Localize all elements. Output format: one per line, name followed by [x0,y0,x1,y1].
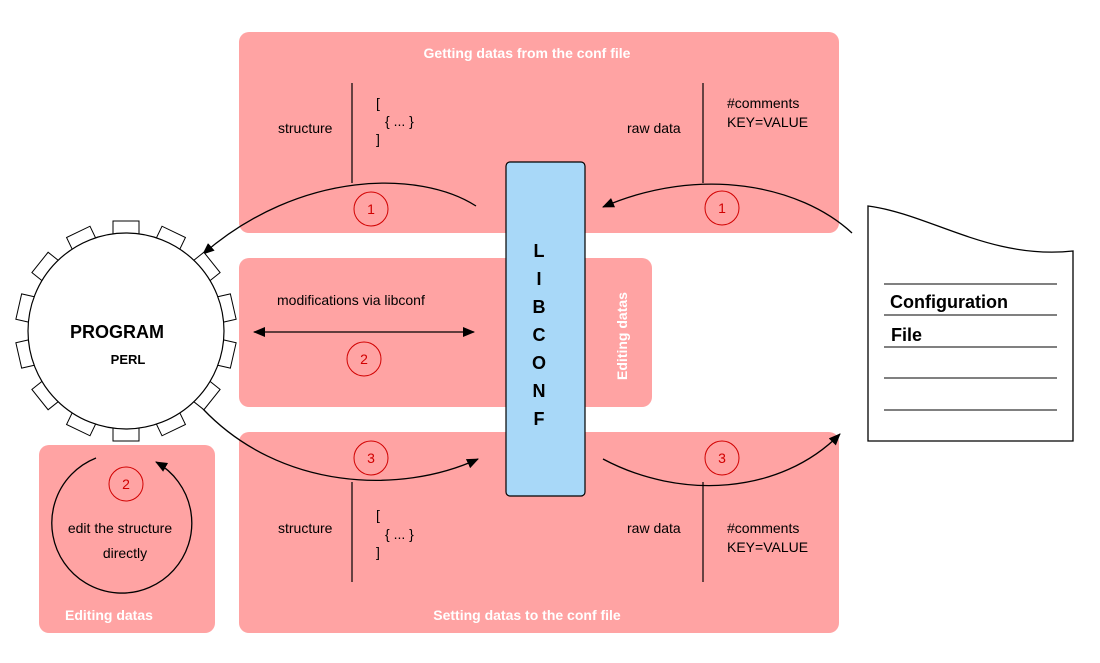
libconf-letter: N [533,381,546,401]
program-gear-body [27,232,225,430]
panel-getting-structure-line-3: ] [376,131,380,147]
arrow-file-to-libconf [602,183,853,234]
step-2-middle-number: 2 [360,351,368,367]
libconf-letter: B [533,297,546,317]
panel-getting-structure-line-1: [ [376,95,380,111]
program-gear: PROGRAM PERL [15,220,237,442]
panel-getting: Getting datas from the conf file structu… [202,32,853,255]
panel-editing-libconf-caption: modifications via libconf [277,292,425,308]
libconf-letter: F [534,409,545,429]
step-2-direct-number: 2 [122,476,130,492]
panel-setting-structure-line-2: { ... } [385,526,414,542]
panel-editing-direct: 2 edit the structure directly Editing da… [39,445,215,633]
panel-setting-structure-line-3: ] [376,544,380,560]
step-1-right-number: 1 [718,200,726,216]
panel-setting-structure-label: structure [278,520,333,536]
step-2-direct-circle [108,466,144,502]
step-1-right-circle [704,190,740,226]
panel-setting-raw-label: raw data [627,520,681,536]
config-file-line-1: Configuration [890,292,1008,312]
panel-setting-background [239,432,839,633]
panel-getting-raw-label: raw data [627,120,681,136]
config-file-document: Configuration File [867,205,1074,442]
libconf-letter: I [536,269,541,289]
libconf-bar-body [505,161,586,497]
arrow-program-to-libconf [202,408,479,481]
step-1-left-circle [353,191,389,227]
program-subtitle: PERL [111,352,146,367]
arrow-circular-edit [51,457,193,594]
arrow-libconf-to-file [602,433,841,487]
step-3-right-number: 3 [718,450,726,466]
config-file-line-2: File [891,325,922,345]
panel-setting-raw-line-1: #comments [727,520,799,536]
panel-getting-structure-label: structure [278,120,333,136]
step-3-left-circle [353,440,389,476]
panel-getting-title: Getting datas from the conf file [424,45,631,61]
panel-editing-direct-title: Editing datas [65,607,153,623]
program-title: PROGRAM [70,322,164,342]
step-2-middle-circle [346,341,382,377]
panel-setting-title: Setting datas to the conf file [433,607,621,623]
panel-editing-direct-background [39,445,215,633]
libconf-letter: O [532,353,546,373]
step-3-right-circle [704,440,740,476]
panel-getting-raw-line-2: KEY=VALUE [727,114,808,130]
panel-getting-raw-line-1: #comments [727,95,799,111]
panel-setting-raw-line-2: KEY=VALUE [727,539,808,555]
panel-editing-libconf: modifications via libconf 2 Editing data… [239,258,652,407]
panel-editing-direct-caption-line-2: directly [103,545,147,561]
step-1-left-number: 1 [367,201,375,217]
libconf-letter: L [534,241,545,261]
step-3-left-number: 3 [367,450,375,466]
panel-editing-direct-caption-line-1: edit the structure [68,520,172,536]
panel-editing-libconf-side-title: Editing datas [614,292,630,380]
panel-setting: Setting datas to the conf file structure… [202,408,841,633]
panel-setting-structure-line-1: [ [376,507,380,523]
arrow-structure-to-program [202,182,477,255]
panel-getting-structure-line-2: { ... } [385,113,414,129]
config-file-outline [867,205,1074,442]
libconf-letter: C [533,325,546,345]
